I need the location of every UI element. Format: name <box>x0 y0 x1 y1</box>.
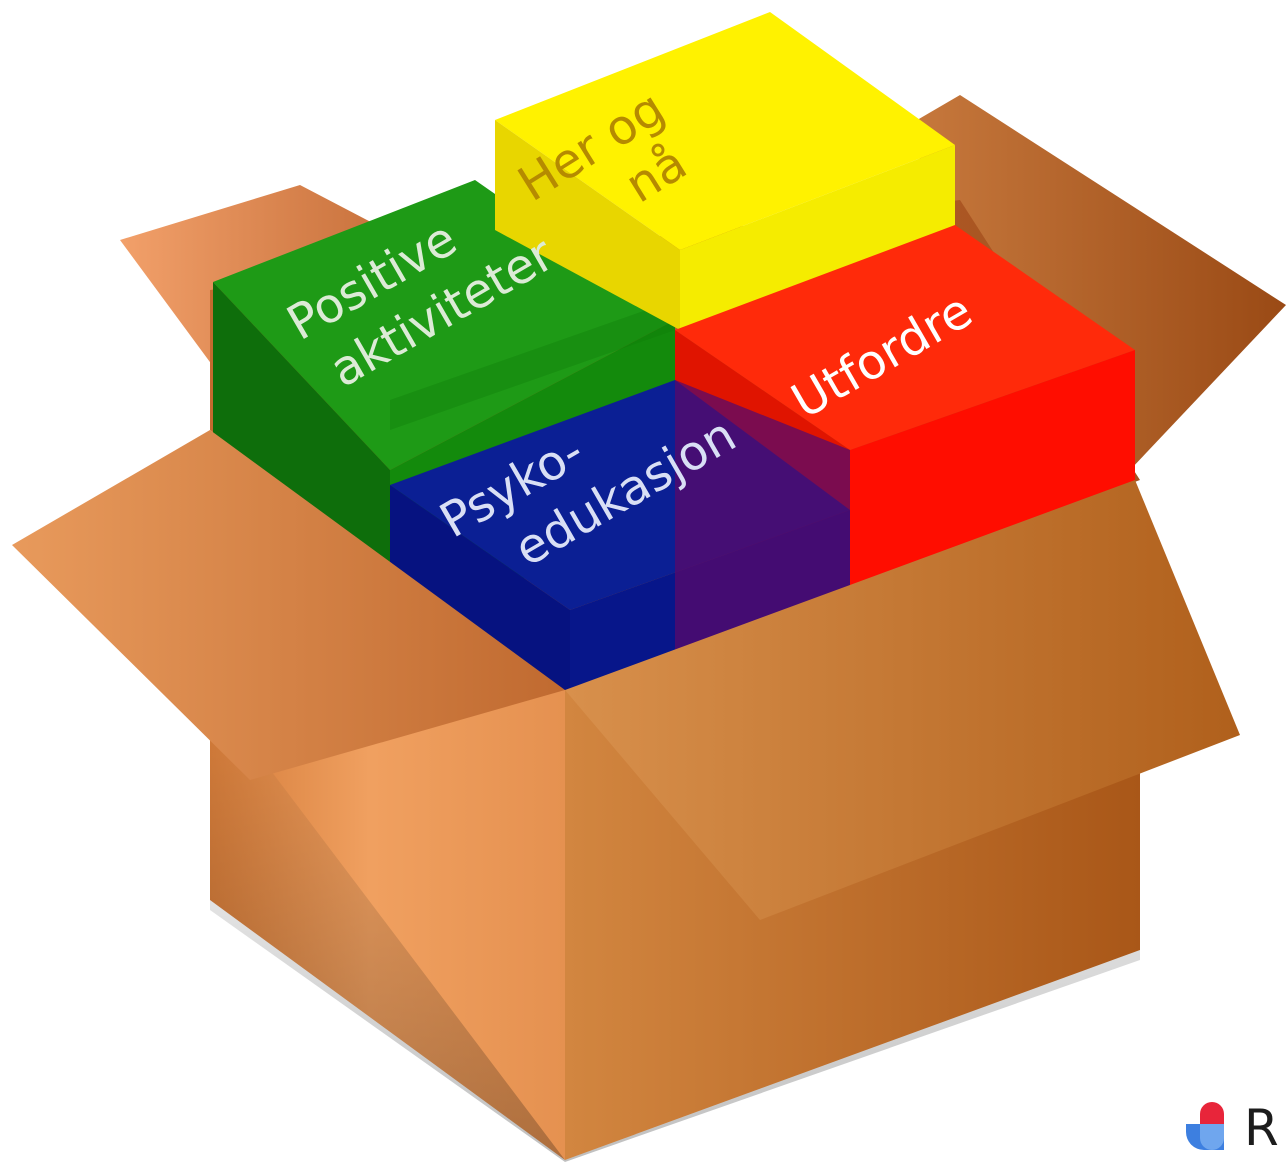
block-psyko-edukasjon <box>390 380 850 700</box>
logo: R <box>1186 1100 1286 1156</box>
block-her-og-na <box>495 12 955 330</box>
logo-mark-icon-inner <box>1200 1124 1224 1150</box>
logo-mark-icon <box>1200 1102 1224 1128</box>
box-front-right-flap <box>565 480 1240 920</box>
box-back-right-flap <box>900 95 1286 470</box>
box-front-left-flap <box>12 430 565 780</box>
logo-letter: R <box>1244 1099 1279 1157</box>
